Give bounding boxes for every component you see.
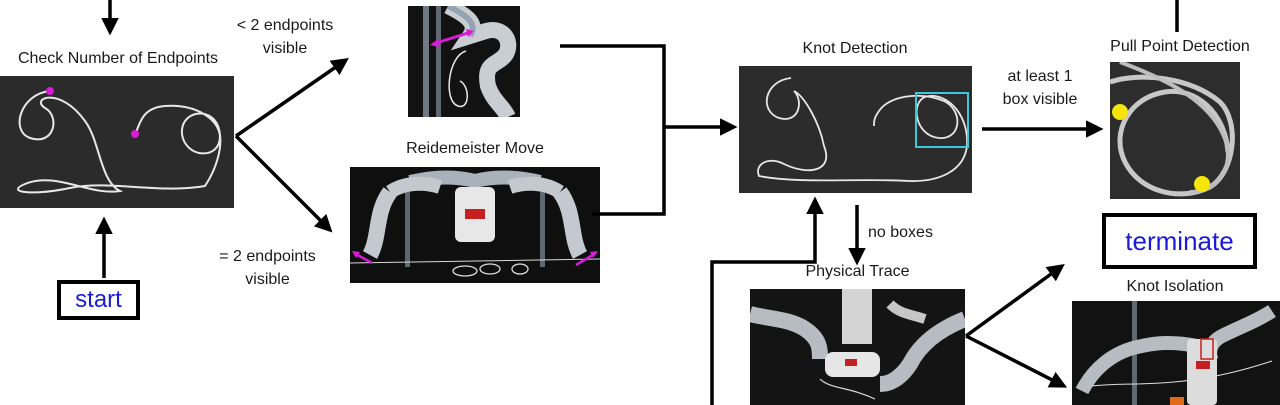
- box-visible-label: box visible: [1002, 91, 1078, 108]
- single-endpoint-photo: [408, 6, 520, 117]
- arrow-to-terminate: [964, 263, 1065, 338]
- check-endpoints-label: Check Number of Endpoints: [17, 50, 219, 67]
- knot-detection-label: Knot Detection: [802, 40, 908, 57]
- physical-trace-photo: [750, 289, 965, 405]
- knot-isolation-photo: [1072, 301, 1280, 405]
- less-than-2-visible-label: visible: [262, 40, 308, 57]
- start-node: start: [57, 280, 140, 320]
- start-node-label: start: [75, 286, 122, 313]
- arrow-merge-bottom: [592, 127, 666, 216]
- reidemeister-label: Reidemeister Move: [406, 140, 544, 157]
- knot-detection-photo: [739, 66, 972, 193]
- equal-2-label: = 2 endpoints: [219, 248, 316, 265]
- pull-point-photo: [1110, 62, 1240, 199]
- terminate-node-label: terminate: [1125, 225, 1234, 256]
- at-least-1-label: at least 1: [1007, 68, 1073, 85]
- knot-isolation-label: Knot Isolation: [1126, 278, 1224, 295]
- arrow-branch-up: [235, 58, 349, 138]
- reidemeister-photo: [350, 167, 600, 283]
- physical-trace-label: Physical Trace: [805, 263, 910, 280]
- arrow-to-isolation: [965, 334, 1068, 388]
- pull-point-label: Pull Point Detection: [1110, 38, 1250, 55]
- arrow-branch-down: [234, 134, 333, 233]
- arrow-merge-top: [560, 44, 666, 127]
- arrow-loop-back: [710, 196, 824, 405]
- less-than-2-label: < 2 endpoints: [236, 17, 334, 34]
- no-boxes-label: no boxes: [868, 224, 933, 241]
- equal-2-visible-label: visible: [245, 271, 290, 288]
- terminate-node: terminate: [1102, 213, 1257, 269]
- endpoints-photo: [0, 76, 234, 208]
